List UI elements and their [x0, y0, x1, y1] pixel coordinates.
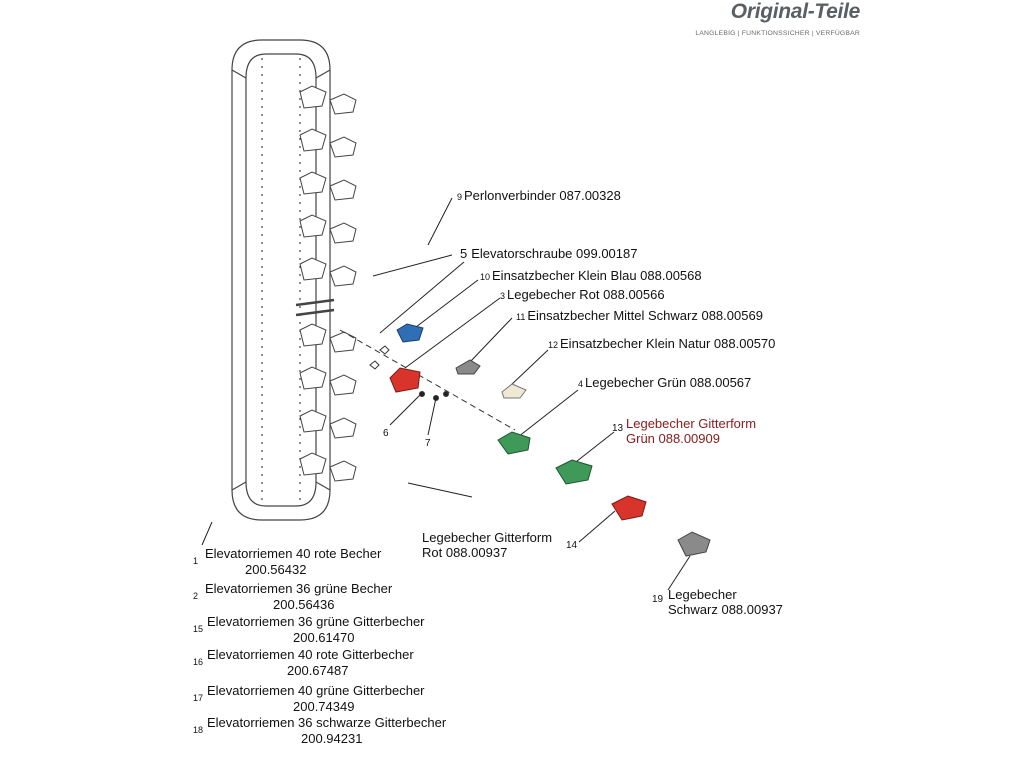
blue-insert-cup [396, 323, 424, 343]
belt-item: 15 Elevatorriemen 36 grüne Gitterbecher … [193, 614, 425, 645]
belt-item: 16 Elevatorriemen 40 rote Gitterbecher 2… [193, 647, 414, 678]
brand-header: Original-Teile LANGLEBIG | FUNKTIONSSICH… [670, 0, 860, 37]
belt-cups [299, 85, 357, 482]
label-part-13-num: 13 [612, 423, 624, 434]
red-grid-cup [611, 495, 647, 521]
belt-item: 2 Elevatorriemen 36 grüne Becher 200.564… [193, 581, 393, 612]
belt-item: 1 Elevatorriemen 40 rote Becher 200.5643… [193, 546, 382, 577]
elevator-belt-illustration [231, 39, 335, 521]
belt-item: 18 Elevatorriemen 36 schwarze Gitterbech… [193, 715, 447, 746]
belt-item: 17 Elevatorriemen 40 grüne Gitterbecher … [193, 683, 425, 714]
black-insert-cup [455, 359, 481, 375]
green-cup [497, 431, 531, 455]
label-part-6-num: 6 [383, 428, 389, 439]
screw-parts [369, 345, 449, 401]
red-cup [389, 367, 421, 393]
natur-insert-cup [501, 383, 527, 399]
green-grid-cup [555, 459, 593, 485]
brand-logo-text: Original-Teile [730, 0, 861, 23]
brand-tagline: LANGLEBIG | FUNKTIONSSICHER | VERFÜGBAR [695, 30, 860, 37]
label-part-19-num: 19 [652, 594, 664, 605]
label-part-14-num: 14 [566, 540, 578, 551]
label-part-7-num: 7 [425, 438, 431, 449]
black-cup [677, 531, 711, 557]
